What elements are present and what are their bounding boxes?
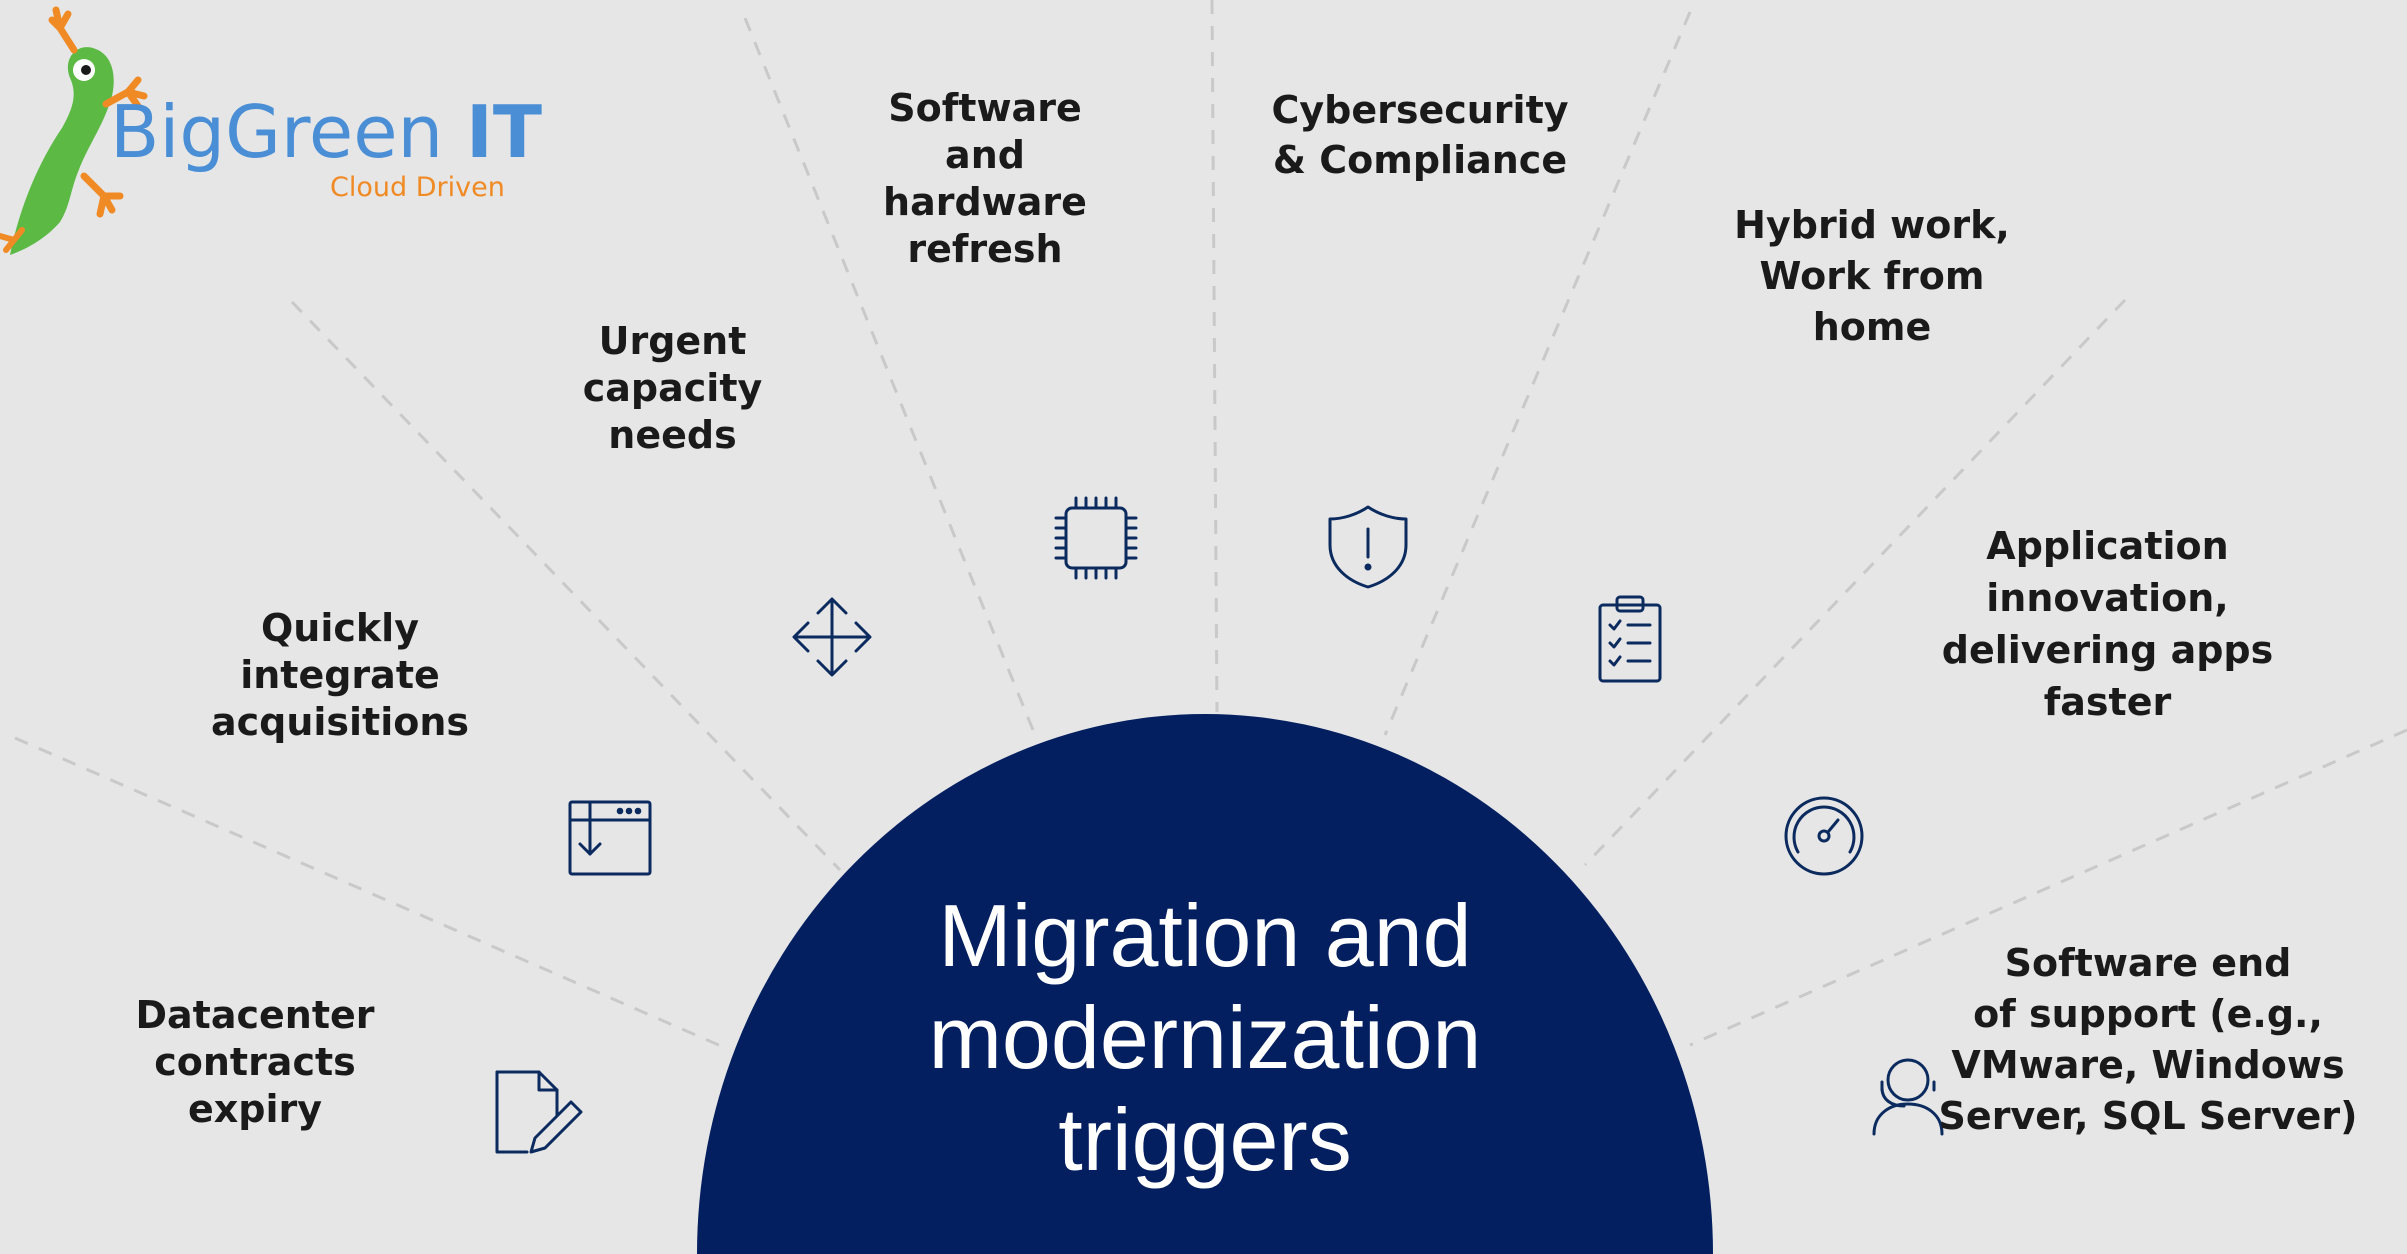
download-window-icon <box>568 800 652 876</box>
divider-line <box>1583 298 2127 867</box>
cpu-chip-icon <box>1054 496 1138 580</box>
divider-line <box>1689 728 2407 1047</box>
clipboard-checklist-icon <box>1598 595 1662 683</box>
logo-wordmark: BigGreen IT <box>110 92 542 172</box>
headset-person-icon <box>1872 1058 1944 1136</box>
trigger-label-appinnovation: Application innovation, delivering apps … <box>1941 524 2274 724</box>
center-semicircle <box>697 714 1713 1254</box>
speedometer-icon <box>1784 796 1864 876</box>
logo-word-it: IT <box>466 90 542 174</box>
document-edit-icon <box>495 1070 583 1154</box>
divider-lines <box>14 0 2407 1052</box>
divider-line <box>14 736 731 1052</box>
center-title: Migration and modernization triggers <box>928 886 1482 1189</box>
trigger-label-security: Cybersecurity & Compliance <box>1271 88 1569 182</box>
trigger-label-datacenter: Datacenter contracts expiry <box>135 993 375 1131</box>
shield-alert-icon <box>1328 505 1408 589</box>
trigger-label-endofsupport: Software end of support (e.g., VMware, W… <box>1938 941 2358 1138</box>
divider-line <box>1383 11 1692 736</box>
divider-line <box>290 300 842 872</box>
move-arrows-icon <box>792 597 872 677</box>
divider-line <box>1210 0 1219 713</box>
logo-word-green: Green <box>225 90 444 174</box>
logo-tagline: Cloud Driven <box>330 172 505 203</box>
trigger-label-acquisitions: Quickly integrate acquisitions <box>210 606 470 744</box>
company-logo: BigGreen IT Cloud Driven <box>0 0 542 270</box>
logo-word-big: Big <box>110 90 226 174</box>
frog-mascot-icon <box>0 6 148 256</box>
trigger-label-hybrid: Hybrid work, Work from home <box>1734 203 2010 349</box>
trigger-label-capacity: Urgent capacity needs <box>582 319 763 457</box>
trigger-label-refresh: Software and hardware refresh <box>883 86 1087 271</box>
